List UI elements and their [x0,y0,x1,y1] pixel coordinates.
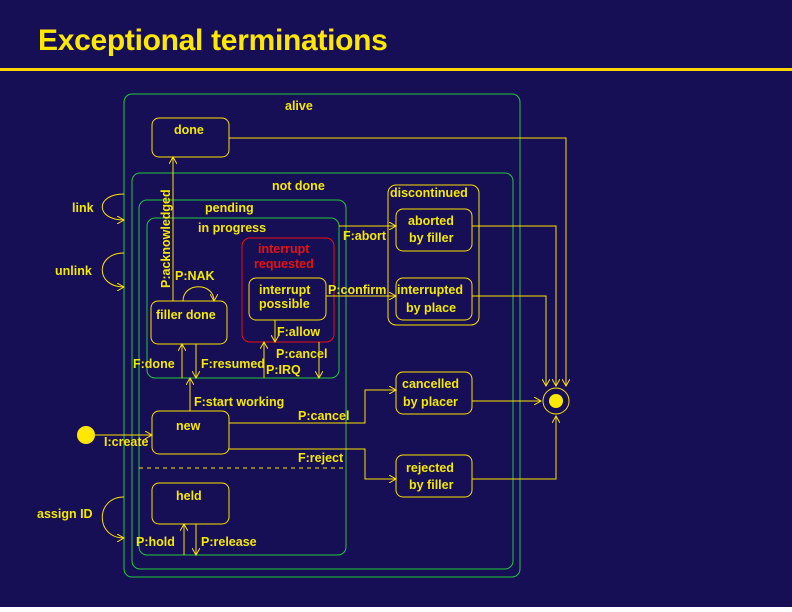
arrow-p-cancel [229,390,396,424]
state-aborted [395,208,473,252]
label-i-create: I:create [104,435,149,449]
label-f-abort: F:abort [343,229,387,243]
unlink-loop [101,252,124,287]
arrow-aborted-to-final [472,225,556,386]
label-p-cancel: P:cancel [298,409,349,423]
region-not-done [131,172,514,570]
final-state-ring [542,387,570,415]
final-state-dot [549,394,563,408]
region-in-progress-label: in progress [198,221,266,235]
interrupt-requested-box [241,237,335,343]
state-new-label: new [176,419,201,433]
label-unlink: unlink [55,264,92,278]
region-in-progress [146,217,340,379]
state-filler-done-label: filler done [156,308,216,322]
state-cancelled-label-2: by placer [403,395,458,409]
label-p-confirm: P:confirm [328,283,386,297]
arrow-rejected-to-final [472,416,556,480]
discontinued-box [387,184,480,326]
state-interrupt-possible-label-2: possible [259,297,310,311]
arrow-f-reject [229,448,396,479]
label-f-allow: F:allow [277,325,320,339]
region-not-done-label: not done [272,179,325,193]
state-aborted-label-2: by filler [409,231,454,245]
arrow-nak-loop [182,286,214,301]
state-held [151,482,230,525]
state-held-label: held [176,489,202,503]
state-aborted-label-1: aborted [408,214,454,228]
region-alive-label: alive [285,99,313,113]
state-interrupted-label-2: by place [406,301,456,315]
discontinued-label: discontinued [390,186,468,200]
state-cancelled-label-1: cancelled [402,377,459,391]
label-p-nak: P:NAK [175,269,215,283]
label-p-irq: P:IRQ [266,363,301,377]
label-link: link [72,201,94,215]
state-rejected-label-1: rejected [406,461,454,475]
label-f-done: F:done [133,357,175,371]
slide-title: Exceptional terminations [38,24,388,57]
region-pending [138,199,347,556]
initial-state-dot [77,426,95,444]
assign-id-loop [101,496,124,538]
bottom-edge [0,607,792,612]
region-pending-label: pending [205,201,254,215]
label-f-reject: F:reject [298,451,344,465]
label-p-cancel-inner: P:cancel [276,347,327,361]
region-alive [123,93,521,578]
label-f-resumed: F:resumed [201,357,265,371]
interrupt-requested-label-2: requested [254,257,314,271]
label-assign-id: assign ID [37,507,93,521]
state-interrupt-possible [248,277,327,321]
state-done-label: done [174,123,204,137]
state-rejected-label-2: by filler [409,478,454,492]
arrow-interrupted-to-final [472,295,546,386]
state-interrupted-label-1: interrupted [397,283,463,297]
title-underline [0,68,792,71]
label-p-acknowledged: P:acknowledged [159,189,173,288]
state-interrupt-possible-label-1: interrupt [259,283,311,297]
label-f-start-working: F:start working [194,395,284,409]
link-loop [101,193,124,220]
arrow-done-to-final [229,137,566,386]
state-filler-done [150,300,228,345]
interrupt-requested-label-1: interrupt [258,242,310,256]
label-p-release: P:release [201,535,257,549]
label-p-hold: P:hold [136,535,175,549]
